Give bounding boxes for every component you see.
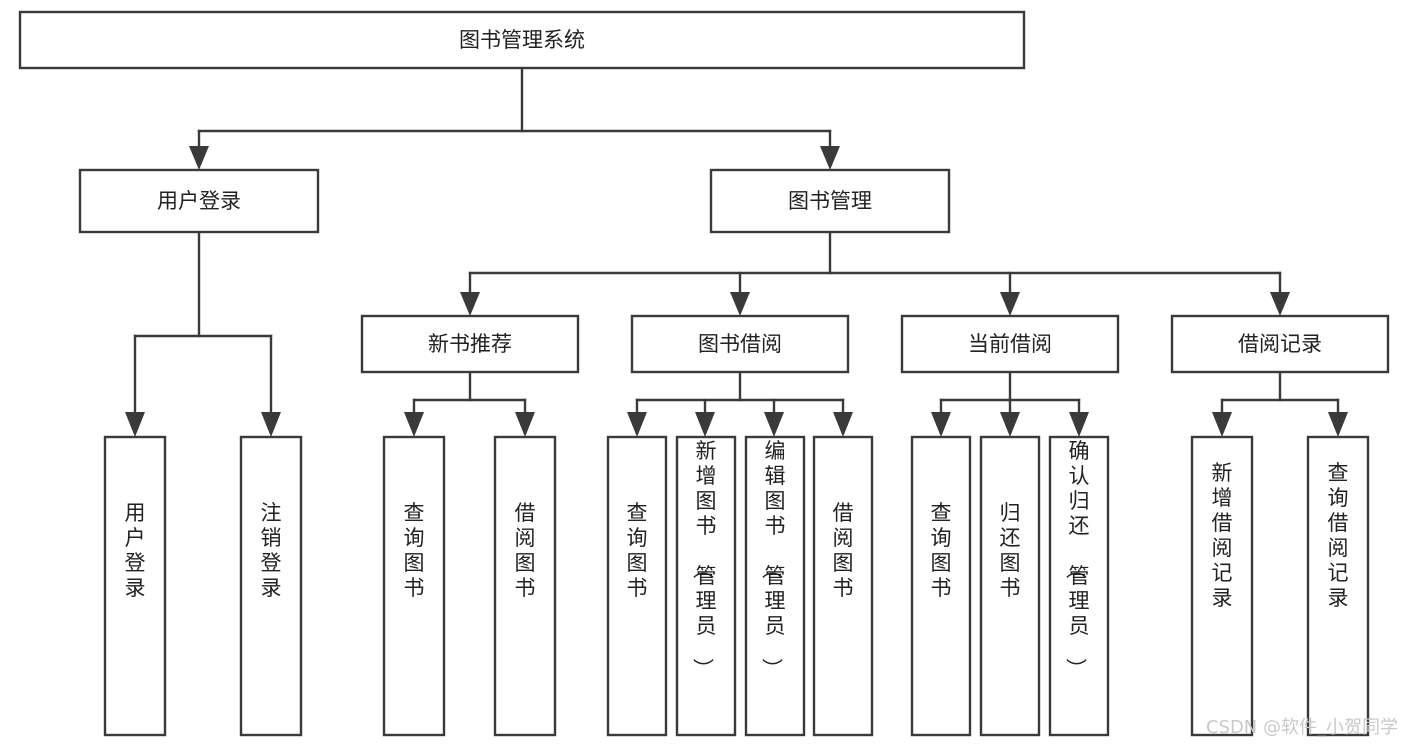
node-borrow-record-label: 借阅记录 xyxy=(1238,332,1322,356)
node-leaf-borrow-book-2-box[interactable] xyxy=(812,435,874,737)
arrow-icon xyxy=(125,412,145,437)
node-leaf-user-login-box[interactable] xyxy=(103,435,167,737)
arrow-icon xyxy=(627,412,647,437)
node-leaf-edit-book[interactable]: 编辑图书（管理员） xyxy=(744,435,806,737)
node-current-borrow-box[interactable] xyxy=(900,314,1120,374)
node-leaf-edit-book-label: 编辑图书（管理员） xyxy=(760,439,786,679)
node-book-management-box[interactable] xyxy=(709,168,951,234)
node-leaf-query-book-1[interactable]: 查询图书 xyxy=(382,435,446,737)
node-leaf-logout-box[interactable] xyxy=(239,435,303,737)
node-leaf-query-book-2[interactable]: 查询图书 xyxy=(606,435,668,737)
node-current-borrow[interactable]: 当前借阅 xyxy=(900,314,1120,374)
arrow-icon xyxy=(764,412,784,437)
arrow-icon xyxy=(460,292,480,316)
arrow-icon xyxy=(820,146,840,170)
node-borrow-record-box[interactable] xyxy=(1170,314,1390,374)
node-borrow-record[interactable]: 借阅记录 xyxy=(1170,314,1390,374)
node-leaf-return-book-box[interactable] xyxy=(979,435,1041,737)
node-leaf-query-record-box[interactable] xyxy=(1306,435,1370,737)
node-layer: 图书管理系统 用户登录 图书管理 新书推荐 图书借阅 xyxy=(18,10,1390,737)
node-leaf-query-book-1-label: 查询图书 xyxy=(404,501,425,600)
arrow-icon xyxy=(1000,292,1020,316)
node-new-book-recommend-box[interactable] xyxy=(360,314,580,374)
node-leaf-add-book-label: 新增图书（管理员） xyxy=(691,439,717,679)
node-leaf-borrow-book-2[interactable]: 借阅图书 xyxy=(812,435,874,737)
node-root-label: 图书管理系统 xyxy=(459,28,585,52)
arrow-icon xyxy=(261,412,281,437)
node-leaf-query-book-1-box[interactable] xyxy=(382,435,446,737)
arrow-icon xyxy=(931,412,951,437)
node-leaf-borrow-book-1-box[interactable] xyxy=(493,435,557,737)
node-leaf-user-login[interactable]: 用户登录 xyxy=(103,435,167,737)
node-leaf-confirm-return[interactable]: 确认归还（管理员） xyxy=(1048,435,1110,737)
node-leaf-query-record-label: 查询借阅记录 xyxy=(1328,461,1349,610)
arrow-icon xyxy=(515,412,535,437)
arrow-icon xyxy=(1212,412,1232,437)
node-leaf-add-book-box[interactable] xyxy=(675,435,737,737)
node-leaf-return-book-label: 归还图书 xyxy=(1000,501,1021,600)
node-leaf-query-book-3[interactable]: 查询图书 xyxy=(910,435,972,737)
arrow-icon xyxy=(1069,412,1089,437)
node-leaf-confirm-return-box[interactable] xyxy=(1048,435,1110,737)
node-book-borrow-box[interactable] xyxy=(630,314,850,374)
arrow-icon xyxy=(833,412,853,437)
arrow-icon xyxy=(695,412,715,437)
node-book-management[interactable]: 图书管理 xyxy=(709,168,951,234)
node-book-borrow-label: 图书借阅 xyxy=(698,332,782,356)
arrow-icon xyxy=(1328,412,1348,437)
node-leaf-logout[interactable]: 注销登录 xyxy=(239,435,303,737)
arrow-icon xyxy=(730,292,750,316)
node-leaf-logout-label: 注销登录 xyxy=(261,501,282,600)
node-leaf-query-book-2-label: 查询图书 xyxy=(627,501,648,600)
node-book-borrow[interactable]: 图书借阅 xyxy=(630,314,850,374)
node-user-login-label: 用户登录 xyxy=(157,189,241,213)
arrow-icon xyxy=(189,146,209,170)
node-leaf-add-book[interactable]: 新增图书（管理员） xyxy=(675,435,737,737)
node-leaf-borrow-book-1-label: 借阅图书 xyxy=(515,501,536,600)
arrow-icon xyxy=(1270,292,1290,316)
node-current-borrow-label: 当前借阅 xyxy=(968,332,1052,356)
node-leaf-query-book-2-box[interactable] xyxy=(606,435,668,737)
node-leaf-borrow-book-2-label: 借阅图书 xyxy=(833,501,854,600)
node-new-book-recommend-label: 新书推荐 xyxy=(428,332,512,356)
node-leaf-edit-book-box[interactable] xyxy=(744,435,806,737)
node-leaf-query-book-3-box[interactable] xyxy=(910,435,972,737)
node-leaf-user-login-label: 用户登录 xyxy=(125,501,146,600)
arrow-icon xyxy=(404,412,424,437)
node-new-book-recommend[interactable]: 新书推荐 xyxy=(360,314,580,374)
node-leaf-query-record[interactable]: 查询借阅记录 xyxy=(1306,435,1370,737)
node-root[interactable]: 图书管理系统 xyxy=(18,10,1026,70)
node-leaf-add-record-box[interactable] xyxy=(1190,435,1254,737)
node-book-management-label: 图书管理 xyxy=(788,189,872,213)
csdn-watermark: CSDN @软件_小贺同学 xyxy=(1206,717,1398,738)
node-leaf-borrow-book-1[interactable]: 借阅图书 xyxy=(493,435,557,737)
arrowhead-layer xyxy=(125,146,1348,437)
node-leaf-confirm-return-label: 确认归还（管理员） xyxy=(1064,439,1090,679)
node-leaf-query-book-3-label: 查询图书 xyxy=(931,501,952,600)
node-leaf-add-record[interactable]: 新增借阅记录 xyxy=(1190,435,1254,737)
node-leaf-return-book[interactable]: 归还图书 xyxy=(979,435,1041,737)
node-user-login-box[interactable] xyxy=(78,168,320,234)
node-leaf-add-record-label: 新增借阅记录 xyxy=(1212,461,1233,610)
node-user-login[interactable]: 用户登录 xyxy=(78,168,320,234)
node-root-box[interactable] xyxy=(18,10,1026,70)
arrow-icon xyxy=(1000,412,1020,437)
